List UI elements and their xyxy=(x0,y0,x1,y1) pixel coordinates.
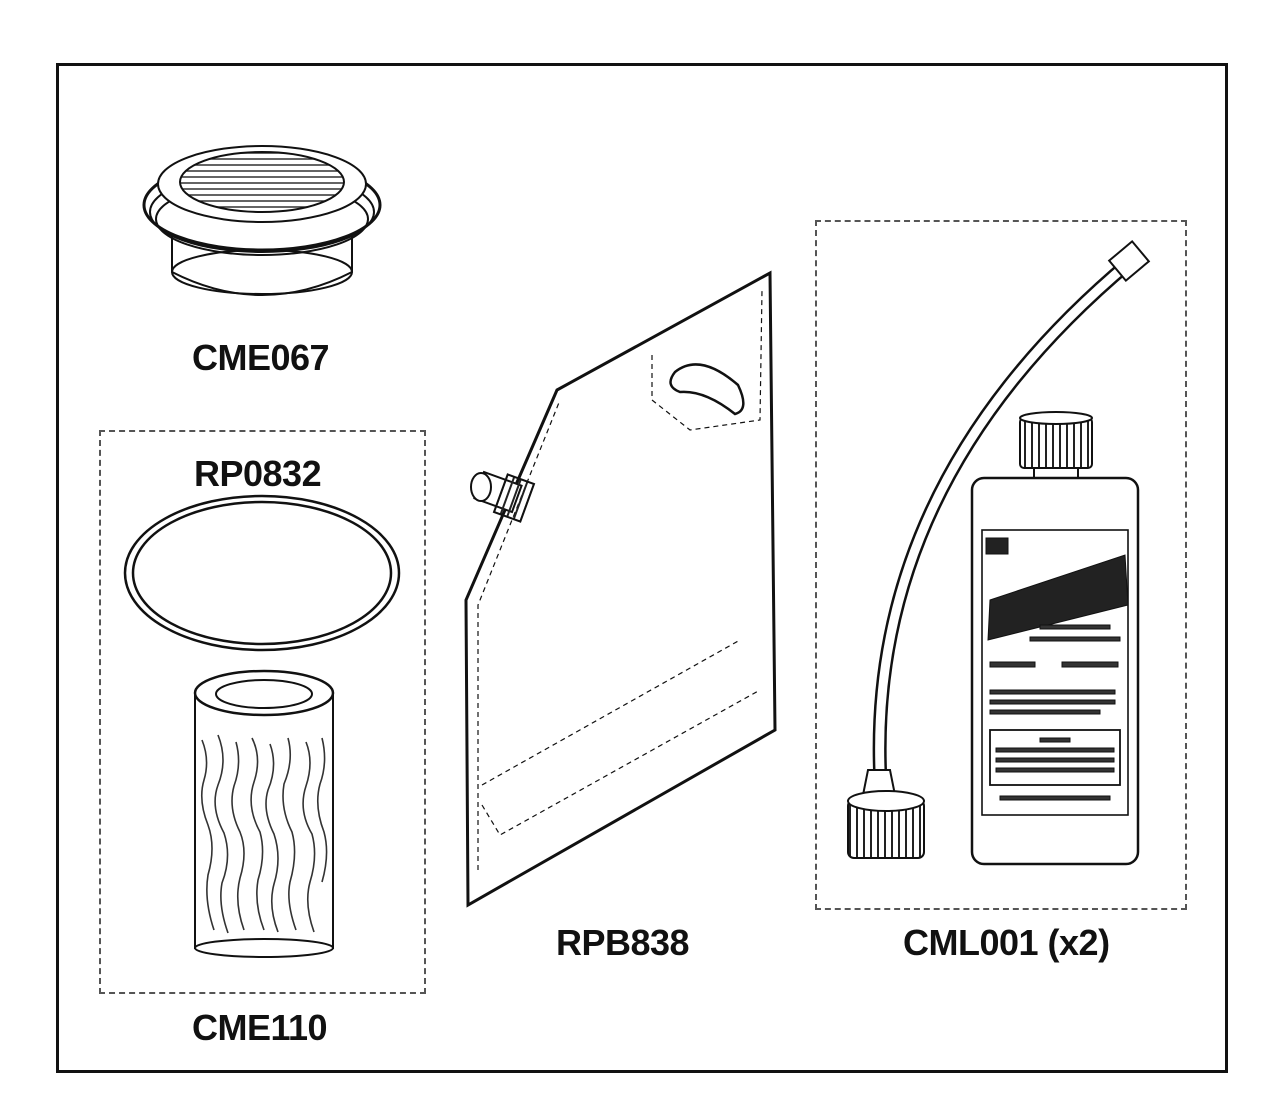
cme067-filter-cap xyxy=(142,145,382,296)
rpb838-bag xyxy=(464,270,777,908)
label-rp0832: RP0832 xyxy=(194,453,322,494)
filter-group-box xyxy=(99,430,426,994)
oil-group-box xyxy=(815,220,1187,910)
cml001-oil-bottle xyxy=(970,411,1140,866)
label-rpb838: RPB838 xyxy=(556,922,690,963)
diagram-frame xyxy=(56,63,1228,1073)
cme110-filter-cylinder xyxy=(193,669,335,958)
label-cml001: CML001 (x2) xyxy=(903,922,1110,963)
label-cme067: CME067 xyxy=(192,337,330,378)
label-cme110: CME110 xyxy=(192,1007,328,1048)
rp0832-o-ring xyxy=(123,494,401,652)
cml001-tube xyxy=(847,239,1151,859)
